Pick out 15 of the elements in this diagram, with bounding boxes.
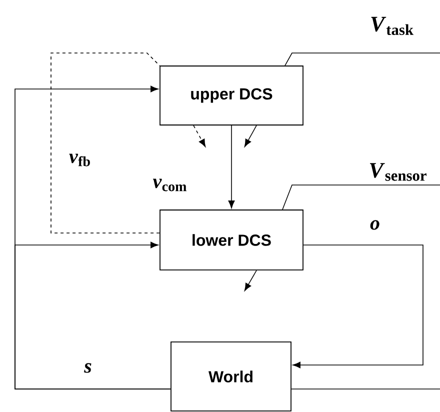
edge-label: V$_{sensor}$ [368,162,428,182]
arrow [193,125,206,147]
arrow [228,125,235,208]
arrow [292,244,424,368]
edge-label: o [369,219,381,231]
arrow [244,270,257,291]
arrow [14,242,171,390]
arrow [244,125,257,147]
process-box: lower DCS [160,210,304,270]
edge-label: v$_{com}$ [152,178,188,192]
edge-label: s [83,362,93,374]
edge-label: V$_{task}$ [368,16,416,36]
process-box: upper DCS [160,66,304,126]
process-box: World [170,342,292,412]
edge-label: v$_{fb}$ [68,152,92,168]
